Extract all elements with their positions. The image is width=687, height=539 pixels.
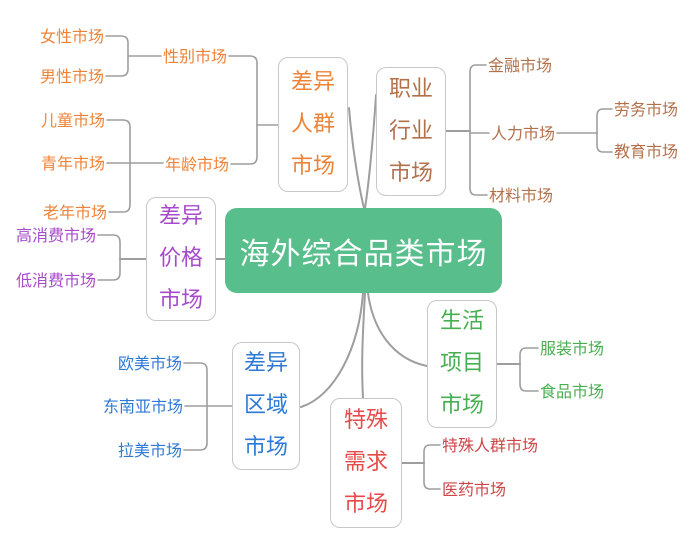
leaf-medicine-market[interactable]: 医药市场: [442, 480, 507, 499]
leaf-education-market[interactable]: 教育市场: [614, 142, 679, 161]
node-special-needs-market[interactable]: 特殊 需求 市场: [330, 398, 402, 528]
leaf-labor-market[interactable]: 劳务市场: [614, 100, 679, 119]
connector-special-children-bracket: [423, 444, 441, 490]
leaf-male-market[interactable]: 男性市场: [40, 67, 105, 86]
node-line: 市场: [439, 393, 484, 418]
node-line: 市场: [388, 160, 433, 186]
node-line: 市场: [290, 153, 335, 179]
leaf-material-market[interactable]: 材料市场: [489, 186, 554, 205]
node-line: 市场: [158, 288, 203, 313]
leaf-age-market[interactable]: 年龄市场: [165, 155, 230, 174]
connector-central-to-life: [367, 292, 428, 367]
connector-female-male-bracket: [105, 35, 129, 77]
leaf-high-consumption-market[interactable]: 高消费市场: [16, 226, 97, 245]
node-diff-price-market[interactable]: 差异 价格 市场: [146, 197, 216, 321]
leaf-female-market[interactable]: 女性市场: [40, 27, 105, 46]
connector-gender-age-bracket: [228, 55, 258, 165]
node-diff-region-market[interactable]: 差异 区域 市场: [232, 342, 300, 470]
node-line: 职业: [388, 76, 433, 102]
node-line: 项目: [439, 351, 484, 376]
leaf-finance-market[interactable]: 金融市场: [488, 56, 553, 75]
node-line: 市场: [343, 492, 388, 517]
leaf-europe-america-market[interactable]: 欧美市场: [118, 354, 183, 373]
connector-central-to-region: [300, 292, 364, 408]
connector-child-youth-elder-bracket: [106, 119, 131, 213]
leaf-clothing-market[interactable]: 服装市场: [540, 339, 605, 358]
leaf-special-group-market[interactable]: 特殊人群市场: [442, 436, 539, 455]
node-line: 差异: [158, 204, 203, 229]
node-occupation-industry-market[interactable]: 职业 行业 市场: [376, 67, 446, 196]
leaf-food-market[interactable]: 食品市场: [540, 382, 605, 401]
node-line: 生活: [439, 309, 484, 334]
node-line: 差异: [243, 351, 288, 376]
leaf-latin-america-market[interactable]: 拉美市场: [118, 441, 183, 460]
connector-central-to-special: [361, 292, 366, 399]
connector-people-to-central: [348, 107, 365, 209]
node-line: 价格: [158, 246, 203, 271]
node-life-project-market[interactable]: 生活 项目 市场: [427, 300, 497, 428]
leaf-youth-market[interactable]: 青年市场: [41, 154, 106, 173]
node-line: 需求: [343, 450, 388, 475]
connector-consume-bracket: [97, 234, 121, 281]
connector-clothing-food-bracket: [519, 347, 539, 392]
node-line: 特殊: [343, 408, 388, 433]
connector-occupation-to-central: [364, 94, 377, 209]
leaf-children-market[interactable]: 儿童市场: [41, 111, 106, 130]
leaf-elderly-market[interactable]: 老年市场: [43, 203, 108, 222]
node-line: 市场: [243, 435, 288, 460]
leaf-manpower-market[interactable]: 人力市场: [491, 124, 556, 143]
connector-labor-education-bracket: [596, 108, 613, 153]
leaf-gender-market[interactable]: 性别市场: [163, 47, 228, 66]
node-line: 人群: [290, 111, 335, 137]
leaf-southeast-asia-market[interactable]: 东南亚市场: [103, 397, 184, 416]
connector-occupation-children-bracket: [469, 64, 488, 196]
leaf-low-consumption-market[interactable]: 低消费市场: [16, 271, 97, 290]
node-line: 行业: [388, 118, 433, 144]
node-diff-people-market[interactable]: 差异 人群 市场: [278, 57, 348, 192]
central-node-overseas-market[interactable]: 海外综合品类市场: [225, 208, 502, 293]
node-line: 区域: [243, 393, 288, 418]
node-line: 差异: [290, 69, 335, 95]
